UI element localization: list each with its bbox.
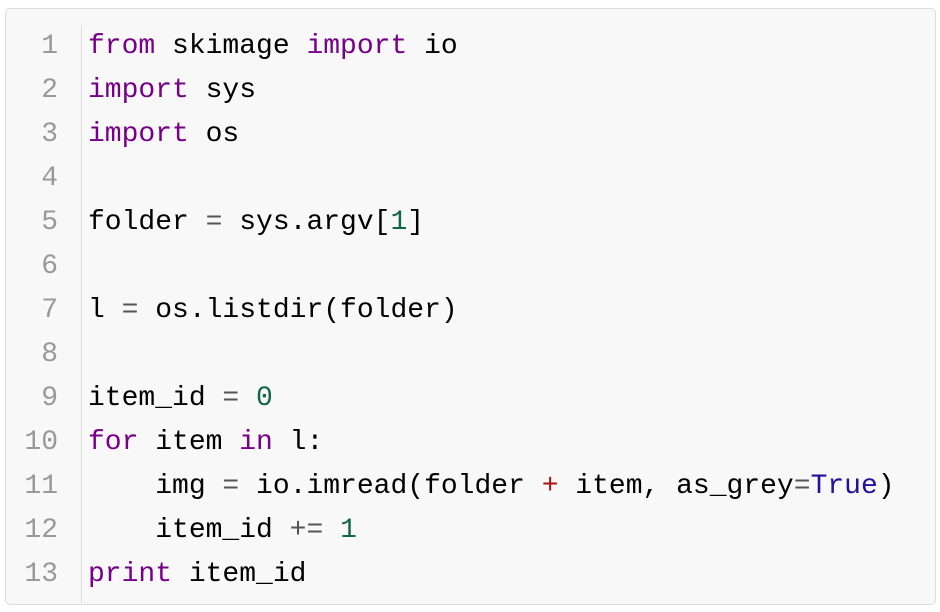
code-token (239, 383, 256, 414)
line-number: 10 (24, 427, 58, 458)
code-text: folder = sys.argv[1] (88, 201, 424, 245)
line-number: 13 (24, 559, 58, 590)
code-token: import (88, 75, 189, 106)
code-token: for (88, 427, 139, 458)
code-token: l: (272, 427, 324, 458)
line-number: 12 (24, 515, 58, 546)
code-token: = (222, 383, 240, 414)
code-block: 1 from skimage import io 2 import sys 3 impor… (5, 8, 936, 605)
code-token: folder (88, 207, 206, 238)
code-token: = (205, 207, 223, 238)
code-token: os (188, 119, 240, 150)
code-token: import (306, 31, 408, 62)
code-token (323, 515, 340, 546)
code-token: os.listdir(folder) (138, 295, 458, 326)
code-text: import sys (88, 69, 256, 113)
line-number: 4 (41, 163, 58, 194)
line-number: 7 (41, 295, 58, 326)
line-number: 11 (24, 471, 58, 502)
code-token: io.imread(folder (239, 471, 542, 502)
code-token: print (88, 559, 173, 590)
code-token: img (88, 471, 223, 502)
code-token: import (88, 119, 189, 150)
code-token: 1 (340, 515, 357, 546)
code-token: 1 (390, 207, 408, 238)
code-token: sys (188, 75, 257, 106)
code-token: + (541, 471, 559, 502)
line-number: 5 (41, 207, 58, 238)
code-text: import os (88, 113, 239, 157)
code-token: 0 (256, 383, 273, 414)
line-number: 2 (41, 75, 58, 106)
code-token: item_id (88, 383, 223, 414)
code-token: skimage (155, 31, 307, 62)
code-text: from skimage import io (88, 25, 458, 69)
code-token: io (407, 31, 458, 62)
code-token: item_id (172, 559, 307, 590)
line-number: 3 (41, 119, 58, 150)
code-token: item, as_grey (558, 471, 794, 502)
code-token: True (810, 471, 878, 502)
code-token: = (222, 471, 240, 502)
line-number: 6 (41, 251, 58, 282)
code-token: l (88, 295, 122, 326)
code-text: item_id += 1 (88, 509, 357, 553)
code-text: print item_id (88, 553, 306, 597)
gutter-divider (81, 25, 82, 603)
code-token: sys.argv[ (222, 207, 391, 238)
line-number: 9 (41, 383, 58, 414)
code-token: from (88, 31, 156, 62)
line-number: 8 (41, 339, 58, 370)
code-text: for item in l: (88, 421, 323, 465)
code-token: ) (877, 471, 895, 502)
code-token: = (793, 471, 811, 502)
line-number: 1 (41, 31, 58, 62)
code-token: = (121, 295, 139, 326)
code-token: item (138, 427, 240, 458)
code-text: img = io.imread(folder + item, as_grey=T… (88, 465, 895, 509)
code-token: in (239, 427, 273, 458)
code-text: l = os.listdir(folder) (88, 289, 458, 333)
code-token: ] (407, 207, 425, 238)
code-text: item_id = 0 (88, 377, 273, 421)
code-token: += (289, 515, 324, 546)
code-token: item_id (88, 515, 290, 546)
